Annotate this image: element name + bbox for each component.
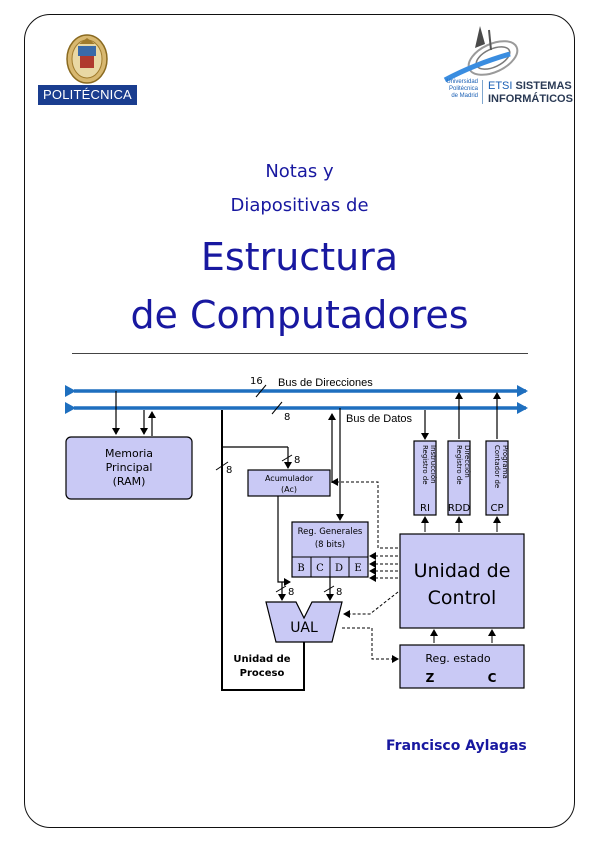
- title-line-4: de Computadores: [130, 293, 469, 337]
- svg-text:Dirección: Dirección: [463, 445, 471, 478]
- rdd-code: RDD: [448, 503, 471, 514]
- page-border: [24, 14, 575, 828]
- data-bus-width: 8: [284, 412, 290, 423]
- etsi-line-1: ETSI SISTEMAS: [488, 80, 572, 92]
- ri-register: Registro de Instrucción RI: [413, 440, 437, 516]
- memory-label-3: (RAM): [113, 475, 146, 488]
- process-unit-label-1: Unidad de: [233, 654, 290, 665]
- flag-c: C: [488, 671, 497, 685]
- accumulator-box: [247, 469, 331, 497]
- memory-box: [65, 436, 193, 500]
- memory-label-1: Memoria: [105, 447, 153, 460]
- title-line-1: Notas y: [265, 161, 334, 182]
- svg-text:Contador de: Contador de: [493, 445, 501, 488]
- ual-label: UAL: [290, 620, 318, 636]
- etsi-university-text: Universidad Politécnica de Madrid: [446, 79, 478, 99]
- accumulator-label-1: Acumulador: [265, 474, 314, 483]
- control-unit-label-2: Control: [428, 587, 497, 609]
- svg-text:Registro de: Registro de: [455, 445, 463, 485]
- control-unit-label-1: Unidad de: [414, 560, 511, 582]
- flag-z: Z: [426, 671, 435, 685]
- title-line-2: Diapositivas de: [230, 195, 369, 216]
- ual-shape: [265, 601, 343, 643]
- control-unit-box: [399, 533, 525, 629]
- width-8-left: 8: [226, 465, 232, 476]
- register-c: C: [316, 563, 324, 574]
- svg-text:Programa: Programa: [501, 445, 509, 479]
- title-line-3: Estructura: [200, 235, 399, 279]
- etsi-separator: [482, 80, 483, 104]
- etsi-logo: [415, 24, 575, 119]
- upm-seal-logo: [42, 32, 132, 114]
- status-register-box: [399, 644, 525, 689]
- accumulator-label-2: (Ac): [281, 485, 297, 494]
- ri-code: RI: [420, 503, 430, 514]
- politecnica-badge: POLITÉCNICA: [38, 85, 137, 105]
- title-divider: [72, 353, 528, 354]
- width-8-ual-right: 8: [336, 587, 342, 598]
- cp-register: Contador de Programa CP: [485, 440, 509, 516]
- address-bus-width: 16: [250, 376, 263, 387]
- width-8-ual-left: 8: [288, 587, 294, 598]
- svg-text:Instrucción: Instrucción: [429, 445, 437, 484]
- author-name: Francisco Aylagas: [386, 738, 527, 754]
- svg-text:Registro de: Registro de: [421, 445, 429, 485]
- rdd-register: Registro de Dirección RDD: [447, 440, 471, 516]
- width-8-acc: 8: [294, 455, 300, 466]
- computer-architecture-diagram: 16 Bus de Direcciones 8 Bus de Datos Mem…: [65, 376, 528, 691]
- register-e: E: [354, 563, 361, 574]
- etsi-line-2: INFORMÁTICOS: [488, 93, 573, 105]
- address-bus-label: Bus de Direcciones: [278, 377, 373, 389]
- data-bus-label: Bus de Datos: [346, 413, 413, 425]
- memory-label-2: Principal: [106, 461, 153, 474]
- process-unit-label-2: Proceso: [240, 668, 285, 679]
- status-register-label: Reg. estado: [425, 652, 490, 665]
- general-registers-label-1: Reg. Generales: [298, 527, 363, 537]
- general-registers-label-2: (8 bits): [315, 540, 345, 550]
- register-b: B: [297, 563, 304, 574]
- register-d: D: [335, 563, 343, 574]
- cp-code: CP: [490, 503, 503, 514]
